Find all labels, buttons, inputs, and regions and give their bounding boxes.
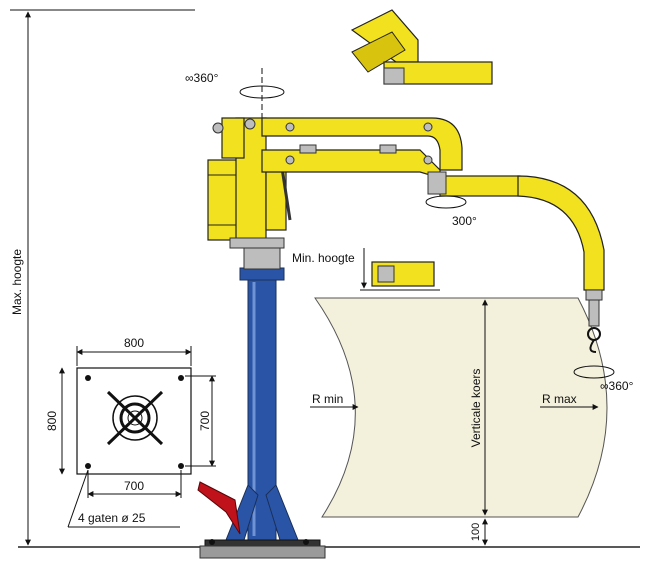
bottom-clearance-dimension: 100 [470, 518, 488, 546]
parallel-arm [261, 117, 463, 179]
r-max-label: R max [542, 392, 577, 406]
hook-rotation-label: ∞360° [600, 379, 634, 393]
mid-rotation-label: 300° [452, 214, 477, 228]
extension-arm: 300° [425, 171, 605, 291]
top-rotation-indicator: ∞360° [185, 68, 285, 118]
top-inset-detail [350, 9, 493, 85]
r-min-marker: R min [310, 392, 359, 410]
column [225, 244, 299, 541]
vertical-course-label: Verticale koers [469, 369, 483, 448]
min-height-label: Min. hoogte [292, 251, 355, 265]
red-arrow [197, 481, 241, 535]
vertical-course-dimension: Verticale koers [469, 299, 488, 516]
hook-tool: ∞360° [573, 289, 634, 393]
hole-spacing-horizontal-label: 700 [124, 479, 144, 493]
base-width-label: 800 [124, 336, 144, 350]
hole-spacing-vertical-label: 700 [198, 411, 212, 431]
base-height-label: 800 [45, 411, 59, 431]
working-envelope [314, 297, 608, 518]
max-height-dimension: Max. hoogte [10, 9, 195, 546]
top-rotation-label: ∞360° [185, 71, 219, 85]
r-min-label: R min [312, 392, 343, 406]
base-top-view: 800 800 700 700 4 gaten ø 25 [45, 336, 216, 528]
base-plate [199, 539, 326, 559]
clearance-label: 100 [470, 523, 482, 541]
min-height-detail: Min. hoogte [292, 248, 440, 291]
manipulator-head [207, 117, 292, 249]
max-height-label: Max. hoogte [10, 249, 24, 315]
r-max-marker: R max [540, 392, 599, 410]
holes-label: 4 gaten ø 25 [78, 511, 146, 525]
